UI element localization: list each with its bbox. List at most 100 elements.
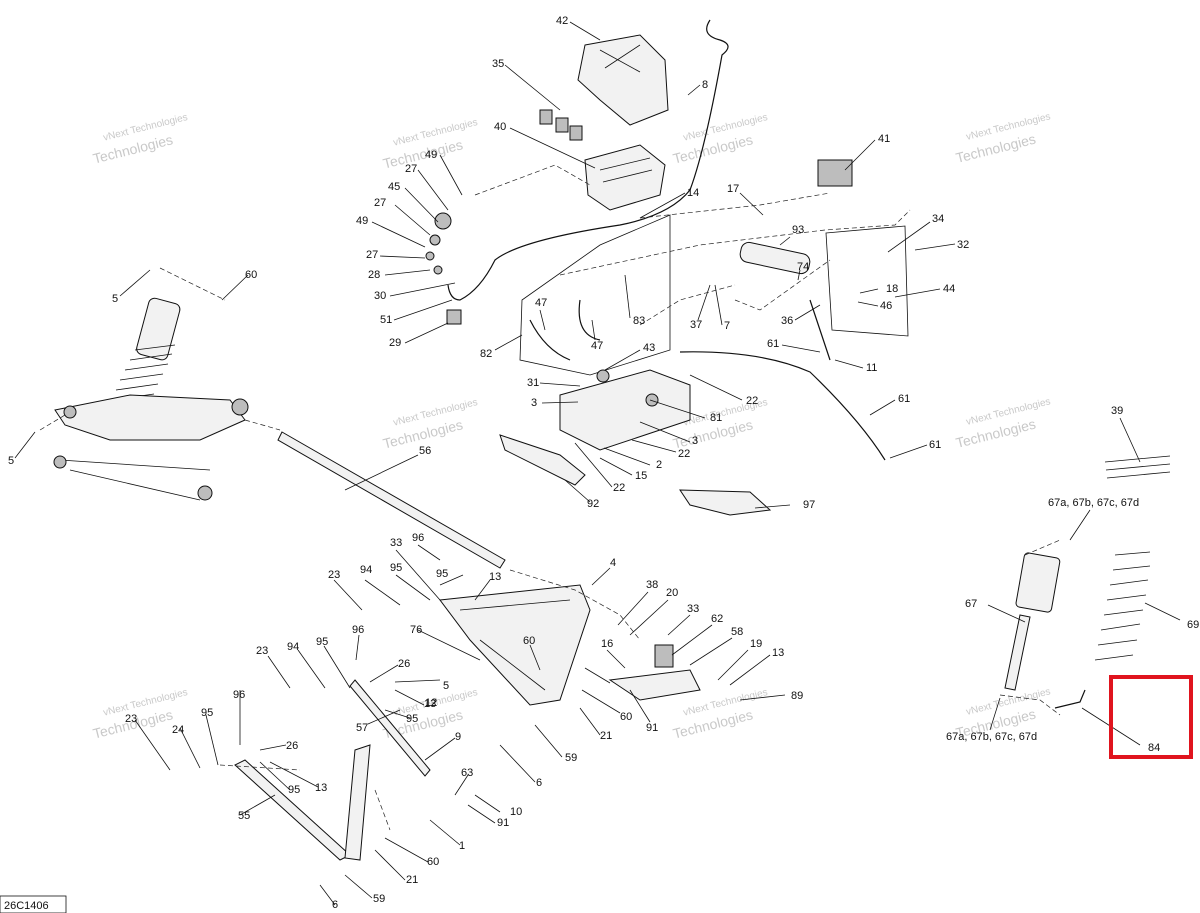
callout-61a: 61 bbox=[767, 338, 779, 350]
callout-23a: 23 bbox=[328, 569, 340, 581]
reservoir-part bbox=[739, 241, 811, 275]
callout-49a: 49 bbox=[425, 149, 437, 161]
callout-27a: 27 bbox=[405, 163, 417, 175]
callout-40: 40 bbox=[494, 121, 506, 133]
callout-10: 10 bbox=[510, 806, 522, 818]
dashed-lines bbox=[39, 164, 1061, 831]
callout-67top: 67a, 67b, 67c, 67d bbox=[1048, 497, 1139, 509]
reference-code-box bbox=[0, 895, 67, 913]
shaft-part bbox=[277, 431, 506, 569]
callout-35: 35 bbox=[492, 58, 504, 70]
callout-57: 57 bbox=[356, 722, 368, 734]
callout-76: 76 bbox=[410, 624, 422, 636]
callout-42: 42 bbox=[556, 15, 568, 27]
callout-44: 44 bbox=[943, 283, 955, 295]
ecu-part bbox=[817, 159, 853, 187]
callout-5a: 5 bbox=[112, 293, 118, 305]
callout-60d: 60 bbox=[427, 856, 439, 868]
callout-95a: 95 bbox=[390, 562, 402, 574]
callout-11: 11 bbox=[866, 362, 877, 374]
callout-74: 74 bbox=[797, 261, 809, 273]
callout-9: 9 bbox=[455, 731, 461, 743]
relay-part bbox=[539, 109, 553, 125]
callout-27b: 27 bbox=[374, 197, 386, 209]
callout-61c: 61 bbox=[929, 439, 941, 451]
callout-91: 91 bbox=[646, 722, 658, 734]
callout-58: 58 bbox=[731, 626, 743, 638]
callout-92: 92 bbox=[587, 498, 599, 510]
callout-22a: 22 bbox=[746, 395, 758, 407]
air-line bbox=[447, 19, 729, 301]
shock-part bbox=[136, 297, 181, 361]
callout-67: 67 bbox=[965, 598, 977, 610]
callout-17: 17 bbox=[727, 183, 739, 195]
callout-61b: 61 bbox=[898, 393, 910, 405]
callout-20: 20 bbox=[666, 587, 678, 599]
parts-drawing bbox=[53, 19, 1171, 861]
callout-27c: 27 bbox=[366, 249, 378, 261]
callout-84: 84 bbox=[1148, 742, 1160, 754]
callout-36: 36 bbox=[781, 315, 793, 327]
callout-59a: 59 bbox=[565, 752, 577, 764]
callout-16: 16 bbox=[601, 638, 613, 650]
callout-6a: 6 bbox=[536, 777, 542, 789]
callout-23b: 23 bbox=[256, 645, 268, 657]
callout-60a: 60 bbox=[245, 269, 257, 281]
callout-95c: 95 bbox=[316, 636, 328, 648]
callout-33a: 33 bbox=[390, 537, 402, 549]
callout-39: 39 bbox=[1111, 405, 1123, 417]
callout-83: 83 bbox=[633, 315, 645, 327]
callout-94a: 94 bbox=[360, 564, 372, 576]
callout-82: 82 bbox=[480, 348, 492, 360]
callout-1: 1 bbox=[459, 840, 465, 852]
callout-29: 29 bbox=[389, 337, 401, 349]
callout-13a: 13 bbox=[489, 571, 501, 583]
callout-24: 24 bbox=[172, 724, 184, 736]
fitting-part bbox=[434, 212, 452, 230]
callout-28: 28 bbox=[368, 269, 380, 281]
callout-97: 97 bbox=[803, 499, 815, 511]
compressor-part bbox=[584, 144, 666, 211]
callout-6b: 6 bbox=[332, 899, 338, 911]
callout-15: 15 bbox=[635, 470, 647, 482]
callout-67bot: 67a, 67b, 67c, 67d bbox=[946, 731, 1037, 743]
callout-95b: 95 bbox=[436, 568, 448, 580]
callout-5b: 5 bbox=[8, 455, 14, 467]
callout-41: 41 bbox=[878, 133, 890, 145]
callout-89: 89 bbox=[791, 690, 803, 702]
callout-96a: 96 bbox=[412, 532, 424, 544]
callout-51: 51 bbox=[380, 314, 392, 326]
callout-95f: 95 bbox=[288, 784, 300, 796]
callout-32: 32 bbox=[957, 239, 969, 251]
callout-95d: 95 bbox=[406, 713, 418, 725]
callout-60c: 60 bbox=[620, 711, 632, 723]
callout-49b: 49 bbox=[356, 215, 368, 227]
callout-4: 4 bbox=[610, 557, 616, 569]
callout-7: 7 bbox=[724, 320, 730, 332]
callout-30: 30 bbox=[374, 290, 386, 302]
callout-96b: 96 bbox=[352, 624, 364, 636]
callout-55: 55 bbox=[238, 810, 250, 822]
bracket-part bbox=[577, 34, 669, 126]
callout-38: 38 bbox=[646, 579, 658, 591]
callout-56: 56 bbox=[419, 445, 431, 457]
callout-34: 34 bbox=[932, 213, 944, 225]
callout-47b: 47 bbox=[591, 340, 603, 352]
callout-43: 43 bbox=[643, 342, 655, 354]
callout-45: 45 bbox=[388, 181, 400, 193]
callout-22b: 22 bbox=[678, 448, 690, 460]
callout-13b: 13 bbox=[772, 647, 784, 659]
callout-62: 62 bbox=[711, 613, 723, 625]
callout-23c: 23 bbox=[125, 713, 137, 725]
callout-21a: 21 bbox=[600, 730, 612, 742]
highlight-box bbox=[1109, 675, 1193, 759]
callout-5c: 5 bbox=[443, 680, 449, 692]
callout-14: 14 bbox=[687, 187, 699, 199]
callout-12: 12 bbox=[425, 697, 437, 709]
mounting-plate-part bbox=[559, 369, 691, 451]
callout-63: 63 bbox=[461, 767, 473, 779]
spring-part bbox=[1094, 551, 1151, 661]
callout-21b: 21 bbox=[406, 874, 418, 886]
